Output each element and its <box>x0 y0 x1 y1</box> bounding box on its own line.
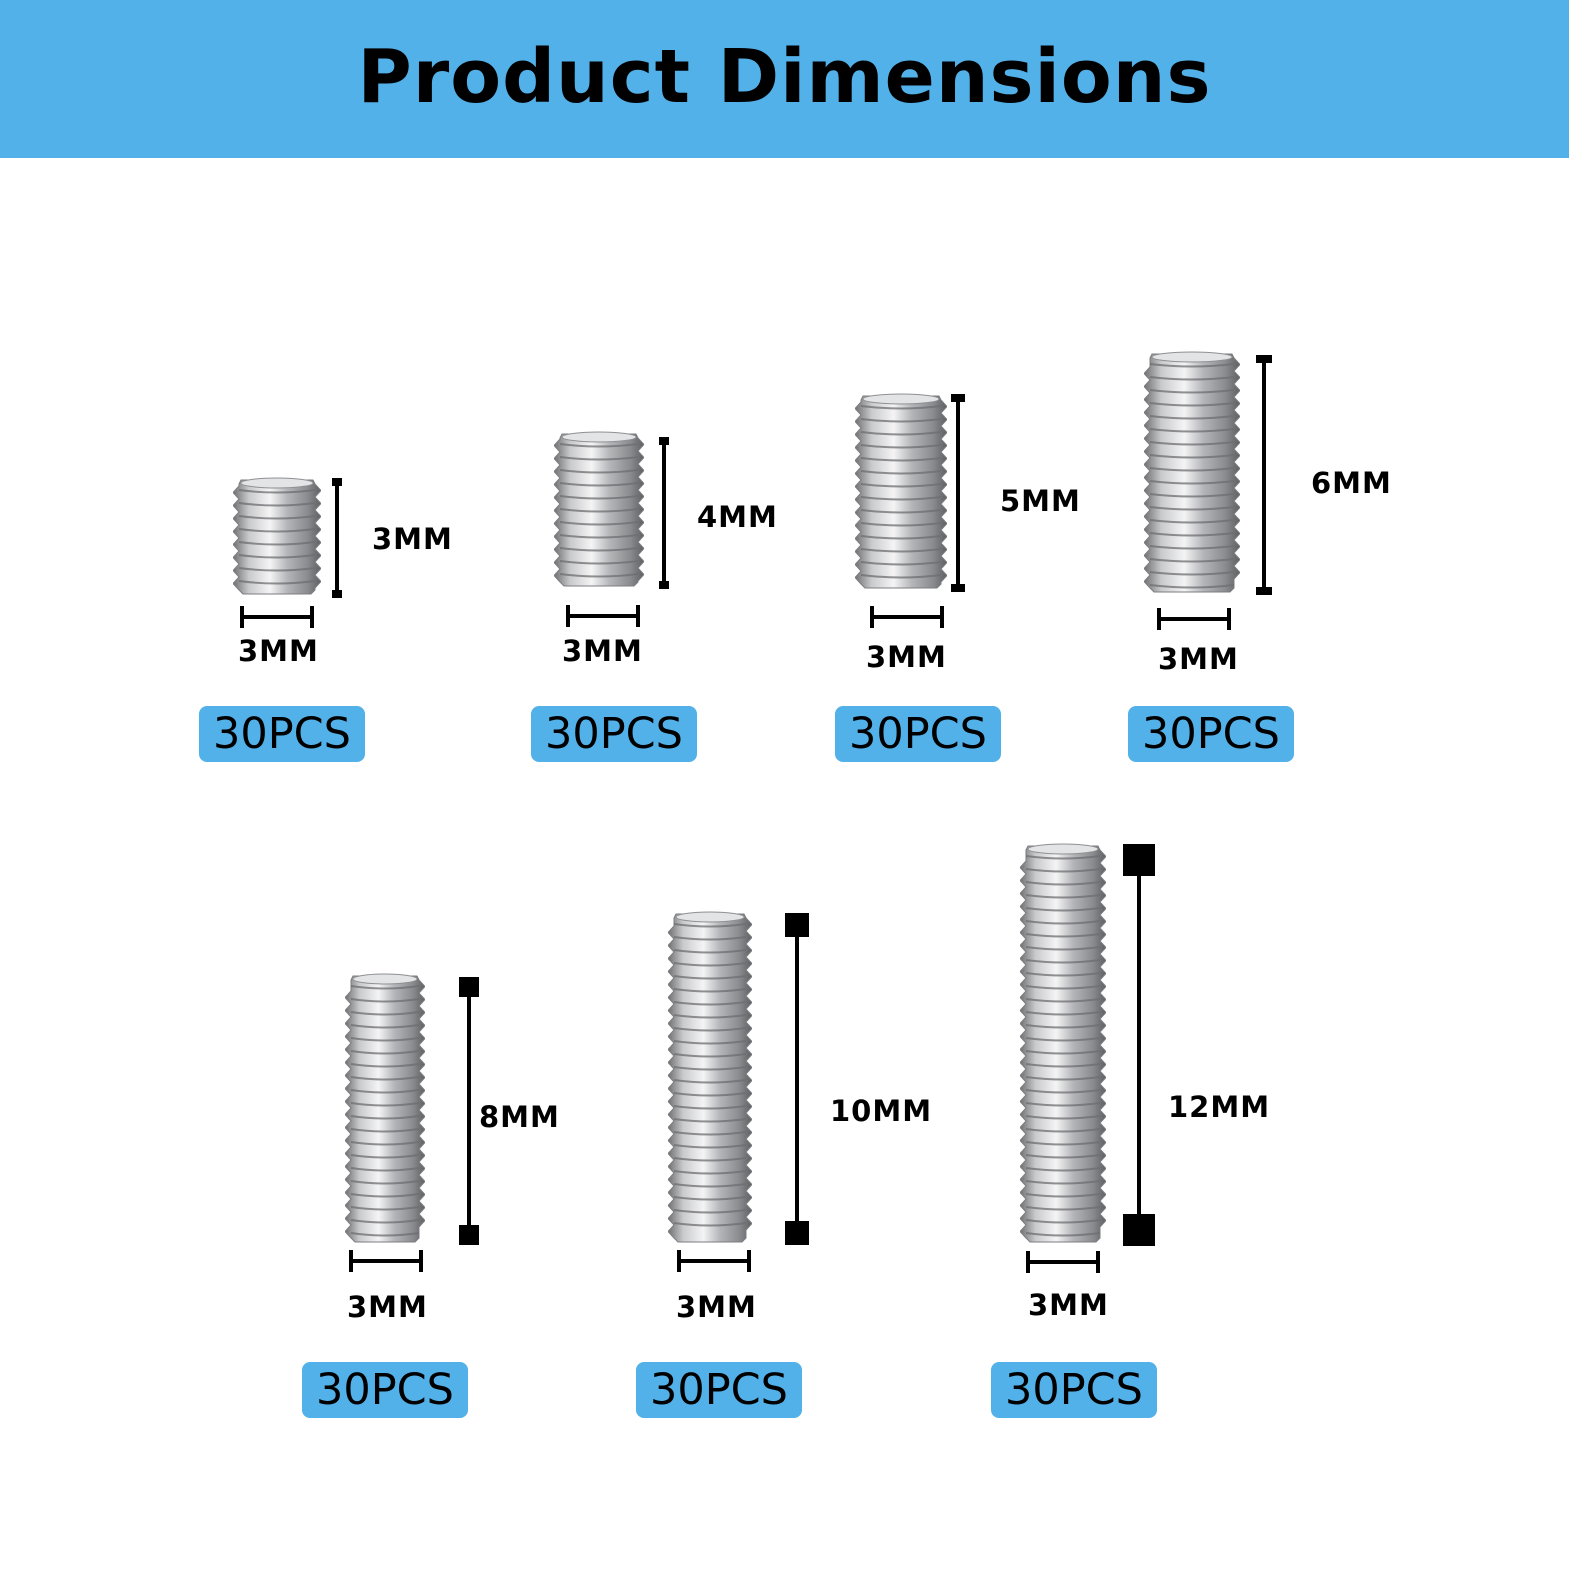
quantity-badge: 30PCS <box>1128 706 1294 762</box>
set-screw-image <box>667 910 753 1249</box>
page-title: Product Dimensions <box>357 34 1212 120</box>
diameter-dimension-line <box>240 606 314 628</box>
quantity-badge: 30PCS <box>835 706 1001 762</box>
diameter-label: 3MM <box>562 634 643 668</box>
diameter-dimension-line <box>1026 1251 1100 1273</box>
length-label: 12MM <box>1168 1090 1271 1124</box>
length-label: 3MM <box>372 522 453 556</box>
quantity-badge: 30PCS <box>636 1362 802 1418</box>
header-banner: Product Dimensions <box>0 0 1569 158</box>
length-dimension-line <box>332 478 342 598</box>
diameter-dimension-line <box>870 606 944 628</box>
diameter-dimension-line <box>677 1250 751 1272</box>
set-screw-image <box>1019 842 1107 1249</box>
set-screw-image <box>344 972 426 1249</box>
length-label: 6MM <box>1311 466 1392 500</box>
length-dimension-line <box>459 977 479 1245</box>
length-label: 10MM <box>830 1094 933 1128</box>
diameter-label: 3MM <box>1028 1288 1109 1322</box>
diameter-dimension-line <box>566 605 640 627</box>
diameter-label: 3MM <box>866 640 947 674</box>
length-label: 4MM <box>697 500 778 534</box>
length-dimension-line <box>951 394 965 592</box>
quantity-badge: 30PCS <box>302 1362 468 1418</box>
quantity-badge: 30PCS <box>199 706 365 762</box>
length-label: 5MM <box>1000 484 1081 518</box>
set-screw-image <box>232 476 322 601</box>
quantity-badge: 30PCS <box>531 706 697 762</box>
length-dimension-line <box>659 437 669 589</box>
length-dimension-line <box>785 913 809 1245</box>
diameter-label: 3MM <box>238 634 319 668</box>
set-screw-image <box>1143 350 1241 599</box>
length-dimension-line <box>1123 844 1155 1246</box>
diameter-dimension-line <box>1157 608 1231 630</box>
diameter-label: 3MM <box>1158 642 1239 676</box>
length-label: 8MM <box>479 1100 560 1134</box>
length-dimension-line <box>1256 355 1272 595</box>
quantity-badge: 30PCS <box>991 1362 1157 1418</box>
diameter-dimension-line <box>349 1250 423 1272</box>
set-screw-image <box>854 392 948 595</box>
diameter-label: 3MM <box>347 1290 428 1324</box>
set-screw-image <box>553 430 645 593</box>
diameter-label: 3MM <box>676 1290 757 1324</box>
